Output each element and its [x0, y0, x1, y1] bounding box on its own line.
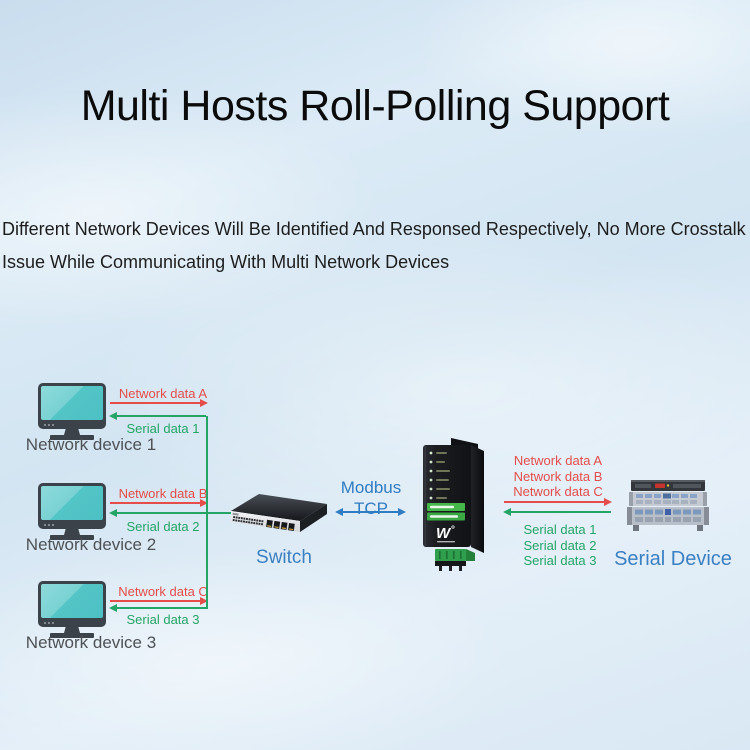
right-serial-data-labels: Serial data 1 Serial data 2 Serial data …: [507, 522, 613, 569]
network-device-2-label: Network device 2: [25, 535, 157, 554]
switch-icon: [231, 494, 327, 532]
serial-data-3-arrow: [117, 607, 206, 609]
subtitle-line-1: Different Network Devices Will Be Identi…: [2, 219, 746, 239]
network-device-3-monitor-icon: [38, 581, 106, 638]
right-network-data-arrow: [504, 501, 604, 503]
switch-label: Switch: [256, 547, 312, 568]
serial-data-2-label: Serial data 2: [126, 519, 200, 534]
serial-server-icon: W: [423, 438, 484, 571]
right-serial-data-1: Serial data 1: [523, 522, 597, 537]
serial-bus-line: [206, 416, 208, 609]
network-device-1-monitor-icon: [38, 383, 106, 440]
network-data-c-arrow: [110, 600, 200, 602]
svg-text:W: W: [436, 525, 452, 542]
serial-data-1-label: Serial data 1: [126, 421, 200, 436]
right-serial-data-arrow: [511, 511, 611, 513]
network-data-c-label: Network data C: [118, 584, 208, 599]
modbus-tcp-label: Modbus TCP: [340, 478, 402, 518]
network-data-a-arrow: [110, 402, 200, 404]
serial-device-rack-icon: [627, 480, 709, 531]
right-network-data-labels: Network data A Network data B Network da…: [505, 453, 611, 500]
page-title: Multi Hosts Roll-Polling Support: [80, 82, 670, 130]
subtitle: Different Network Devices Will Be Identi…: [2, 213, 750, 279]
network-device-3-label: Network device 3: [25, 633, 157, 652]
network-data-b-arrow: [110, 502, 200, 504]
right-network-data-c: Network data C: [513, 484, 603, 499]
serial-data-1-arrow: [117, 415, 206, 417]
serial-data-2-arrow: [117, 512, 231, 514]
network-device-2-monitor-icon: [38, 483, 106, 540]
right-network-data-a: Network data A: [513, 453, 603, 468]
right-serial-data-2: Serial data 2: [523, 537, 597, 553]
serial-data-3-label: Serial data 3: [126, 612, 200, 627]
network-data-b-label: Network data B: [118, 486, 208, 501]
serial-device-label: Serial Device: [614, 548, 732, 570]
right-serial-data-3: Serial data 3: [523, 553, 597, 568]
waveshare-logo: W: [436, 525, 455, 543]
network-device-1-label: Network device 1: [25, 435, 157, 454]
network-data-a-label: Network data A: [118, 386, 208, 401]
right-network-data-b: Network data B: [513, 468, 603, 484]
subtitle-line-2: Issue While Communicating With Multi Net…: [2, 252, 450, 272]
modbus-tcp-arrow: [343, 511, 398, 513]
